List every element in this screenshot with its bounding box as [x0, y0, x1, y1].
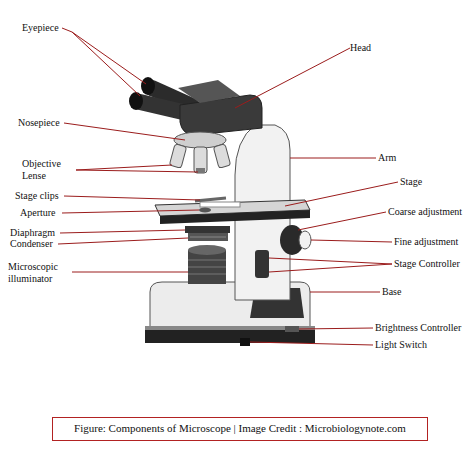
part-label: Nosepiece	[18, 117, 60, 129]
part-label: Objective Lense	[22, 158, 77, 182]
part-label: Light Switch	[375, 339, 427, 351]
part-label: Aperture	[20, 207, 56, 219]
figure-caption: Figure: Components of Microscope | Image…	[52, 417, 428, 441]
part-label: Condenser	[10, 238, 53, 250]
part-label: Stage clips	[15, 190, 59, 202]
part-label: Eyepiece	[22, 22, 59, 34]
part-label: Head	[350, 42, 371, 54]
part-label: Diaphragm	[10, 227, 55, 239]
part-label: Brightness Controller	[375, 322, 461, 334]
part-label: Arm	[378, 152, 396, 164]
part-label: Fine adjustment	[394, 236, 458, 248]
part-label: Stage Controller	[394, 258, 460, 270]
part-label: Base	[382, 286, 401, 298]
part-label: Stage	[400, 176, 422, 188]
part-label: Coarse adjustment	[388, 206, 462, 218]
part-label: Microscopic illuminator	[8, 261, 70, 285]
